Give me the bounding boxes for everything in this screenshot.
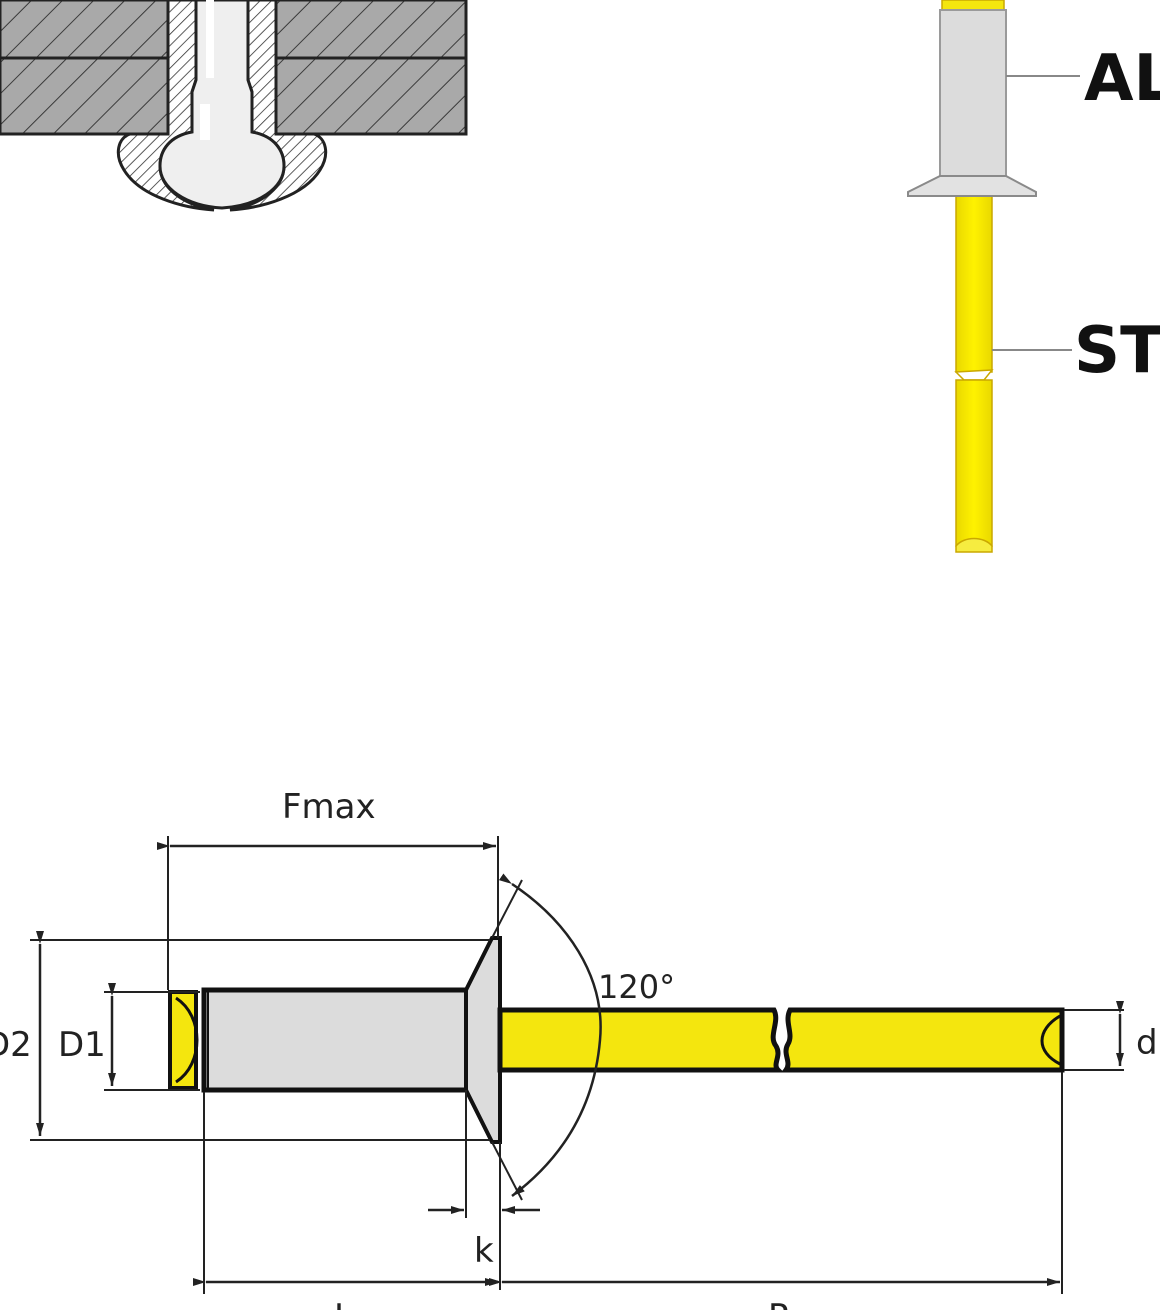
countersunk-head: [464, 936, 502, 1144]
mandrel-section: [158, 0, 286, 210]
label-angle: 120°: [598, 968, 675, 1006]
mandrel-shank-2: [781, 1007, 1065, 1073]
rivet-cross-section: [0, 0, 468, 212]
label-d: d: [1136, 1023, 1158, 1063]
mandrel-stem-lower: [955, 379, 993, 547]
label-k: k: [474, 1231, 494, 1271]
angle-arc: [498, 873, 602, 1197]
label-st: ST: [1074, 314, 1160, 388]
mandrel-tip: [955, 537, 993, 553]
plate-lower-left: [0, 56, 170, 136]
dimension-drawing: Fmax D2 D1 120° d k L P: [0, 787, 1158, 1310]
mandrel-break-groove: [954, 369, 994, 381]
label-d2: D2: [0, 1025, 32, 1065]
mandrel-end-curve: [1040, 1014, 1061, 1066]
mandrel-head-curve: [175, 996, 199, 1084]
sleeve-body: [939, 9, 1007, 179]
sleeve-head: [907, 175, 1037, 197]
label-p: P: [768, 1297, 789, 1310]
angle-ext-top: [491, 879, 523, 939]
rivet-side-view: AL ST: [907, 0, 1160, 553]
label-d1: D1: [58, 1025, 106, 1065]
label-l: L: [334, 1297, 353, 1310]
plate-lower-right: [274, 56, 468, 136]
mandrel-head: [168, 990, 198, 1090]
angle-ext-bottom: [491, 1141, 523, 1201]
label-al: AL: [1084, 42, 1160, 116]
d2-label-bg: [0, 1022, 36, 1066]
mandrel-stem-upper: [955, 193, 993, 373]
sleeve: [201, 987, 473, 1093]
plate-upper-right: [274, 0, 468, 60]
mandrel-shank-1: [497, 1007, 785, 1073]
plate-upper-left: [0, 0, 170, 60]
label-fmax: Fmax: [282, 787, 376, 827]
mandrel-top: [941, 0, 1005, 11]
mandrel-highlight: [200, 0, 214, 140]
